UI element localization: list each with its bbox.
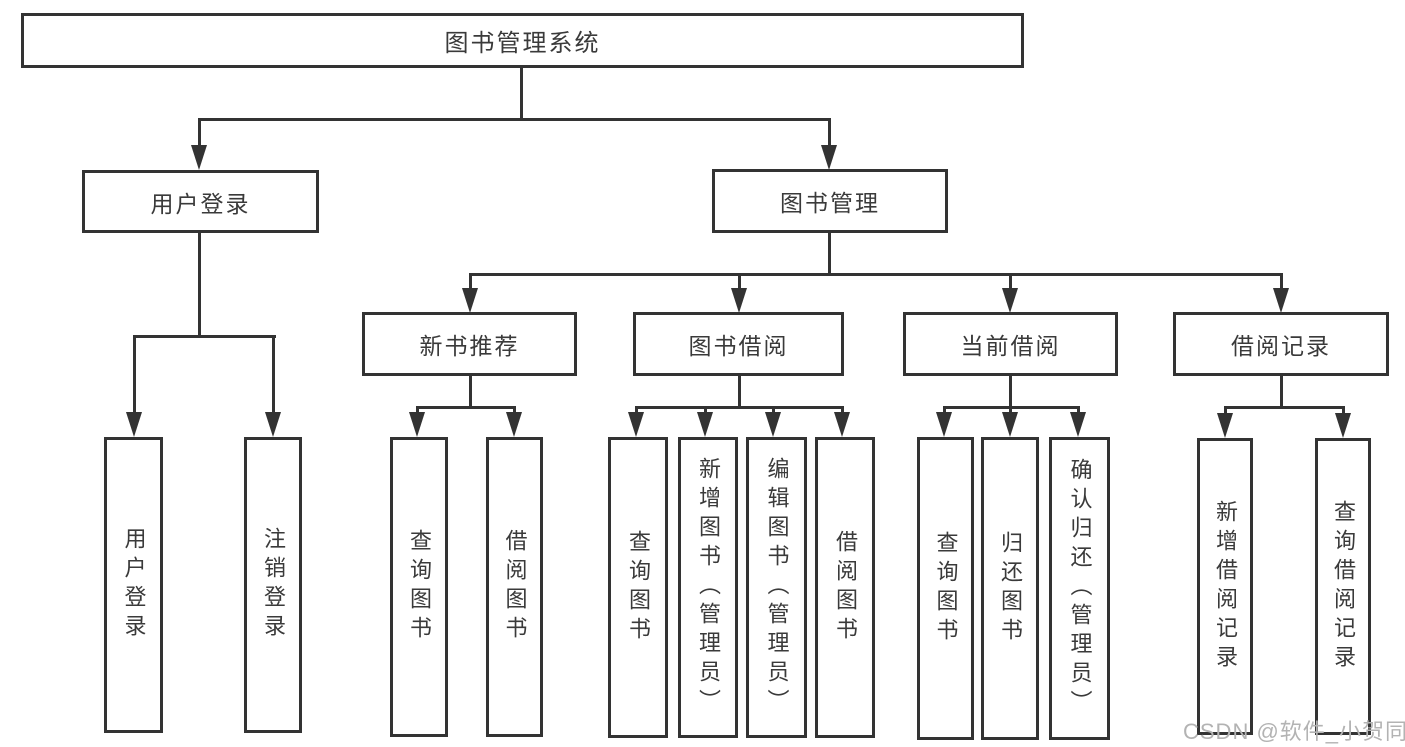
node-book-management: 图书管理 [712, 169, 948, 233]
node-leaf-query-book-current: 查询图书 [917, 437, 974, 740]
connector-stem [1342, 406, 1345, 415]
node-leaf-borrow-book: 借阅图书 [815, 437, 875, 738]
arrow-down-icon [628, 412, 644, 437]
connector-stem [272, 335, 275, 415]
arrow-down-icon [409, 412, 425, 437]
node-leaf-confirm-return-admin: 确认归还（管理员） [1049, 437, 1110, 740]
node-current-borrow: 当前借阅 [903, 312, 1118, 376]
connector-stem [738, 273, 741, 289]
node-book-borrow: 图书借阅 [633, 312, 844, 376]
arrow-down-icon [1335, 413, 1351, 438]
connector-stem [828, 118, 831, 148]
arrow-down-icon [731, 288, 747, 313]
node-leaf-query-book-recommend: 查询图书 [390, 437, 448, 737]
arrow-down-icon [126, 412, 142, 437]
node-leaf-logout: 注销登录 [244, 437, 302, 733]
node-leaf-edit-book-admin: 编辑图书（管理员） [746, 437, 807, 738]
arrow-down-icon [462, 288, 478, 313]
arrow-down-icon [1070, 412, 1086, 437]
connector-bar [469, 273, 1283, 276]
connector-stem [1009, 273, 1012, 289]
connector-stem [704, 406, 707, 414]
connector-trunk [738, 376, 741, 406]
arrow-down-icon [936, 412, 952, 437]
arrow-down-icon [1217, 413, 1233, 438]
connector-stem [133, 335, 136, 415]
connector-stem [513, 406, 516, 414]
connector-bar [133, 335, 276, 338]
node-leaf-return-book: 归还图书 [981, 437, 1039, 740]
arrow-down-icon [1002, 412, 1018, 437]
node-new-book-recommend: 新书推荐 [362, 312, 577, 376]
connector-trunk [1009, 376, 1012, 407]
connector-stem [469, 273, 472, 289]
connector-stem [1280, 273, 1283, 289]
node-leaf-add-book-admin: 新增图书（管理员） [678, 437, 738, 738]
connector-stem [943, 406, 946, 414]
arrow-down-icon [265, 412, 281, 437]
connector-stem [772, 406, 775, 414]
arrow-down-icon [1002, 288, 1018, 313]
connector-bar [635, 406, 843, 409]
node-system-root: 图书管理系统 [21, 13, 1024, 68]
connector-stem [1009, 406, 1012, 414]
arrow-down-icon [697, 412, 713, 437]
connector-stem [1224, 406, 1227, 415]
connector-stem [1077, 406, 1080, 414]
node-leaf-borrow-book-recommend: 借阅图书 [486, 437, 543, 737]
node-leaf-user-login: 用户登录 [104, 437, 163, 733]
connector-stem [198, 118, 201, 148]
connector-stem [416, 406, 419, 414]
connector-root-trunk [520, 68, 523, 118]
connector-trunk [828, 233, 831, 273]
arrow-down-icon [821, 145, 837, 170]
connector-root-bar [198, 118, 831, 121]
node-leaf-query-borrow-record: 查询借阅记录 [1315, 438, 1371, 735]
node-user-login: 用户登录 [82, 170, 319, 233]
node-borrow-records: 借阅记录 [1173, 312, 1389, 376]
node-leaf-add-borrow-record: 新增借阅记录 [1197, 438, 1253, 735]
arrow-down-icon [834, 412, 850, 437]
connector-trunk [198, 233, 201, 335]
connector-bar [416, 406, 515, 409]
csdn-watermark: CSDN @软件_小贺同学 [1183, 719, 1405, 744]
connector-trunk [469, 376, 472, 406]
node-leaf-query-book-borrow: 查询图书 [608, 437, 668, 738]
arrow-down-icon [506, 412, 522, 437]
connector-trunk [1280, 376, 1283, 406]
connector-stem [635, 406, 638, 414]
arrow-down-icon [1273, 288, 1289, 313]
connector-stem [841, 406, 844, 414]
arrow-down-icon [765, 412, 781, 437]
arrow-down-icon [191, 145, 207, 170]
connector-bar [1224, 406, 1345, 409]
